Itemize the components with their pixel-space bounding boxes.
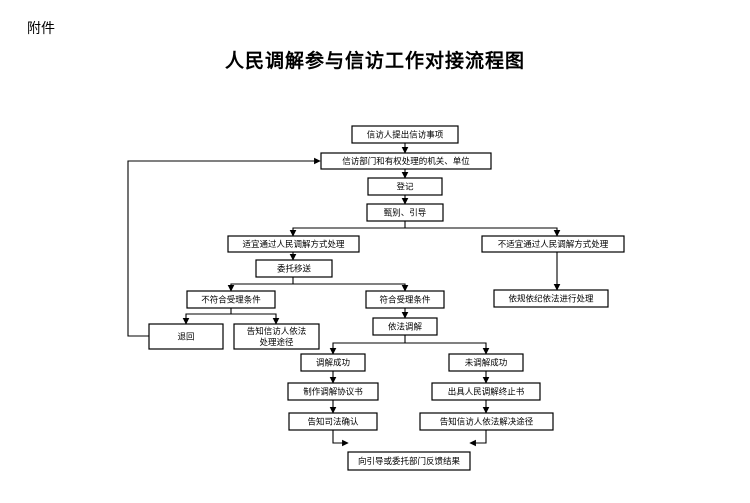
node-unsuitable-label: 不适宜通过人民调解方式处理 <box>498 239 609 250</box>
node-not-meet: 不符合受理条件 <box>186 290 276 309</box>
node-screen-label: 甄别、引导 <box>384 209 427 219</box>
branch-screen-right <box>405 227 561 237</box>
loop-return-to-dept <box>127 157 321 337</box>
branch-mediate-right <box>405 342 490 355</box>
branch-entrust-left <box>227 283 293 292</box>
node-register-label: 登记 <box>396 182 414 193</box>
node-register: 登记 <box>367 177 443 196</box>
node-inform-legal-line1: 告知信访人依法 <box>247 326 307 337</box>
node-judicial-label: 告知司法确认 <box>307 417 359 428</box>
page-title: 人民调解参与信访工作对接流程图 <box>224 50 525 72</box>
node-legal-handle-label: 依规依纪依法进行处理 <box>508 294 594 305</box>
node-return: 退回 <box>148 323 224 350</box>
node-suitable: 适宜通过人民调解方式处理 <box>227 235 360 253</box>
branch-not-meet-left <box>182 313 231 325</box>
node-termination-label: 出具人民调解终止书 <box>448 387 525 398</box>
branch-not-meet-right <box>231 313 280 325</box>
node-feedback: 向引导或委托部门反馈结果 <box>347 451 471 471</box>
node-legal-handle: 依规依纪依法进行处理 <box>493 289 609 308</box>
node-return-label: 退回 <box>177 332 194 343</box>
branch-entrust-right <box>293 283 409 292</box>
branch-screen-left <box>289 227 405 237</box>
node-agreement: 制作调解协议书 <box>287 382 379 401</box>
node-submit-label: 信访人提出信访事项 <box>367 130 444 141</box>
node-dept-label: 信访部门和有权处理的机关、单位 <box>342 156 470 167</box>
node-success: 调解成功 <box>300 353 366 372</box>
node-feedback-label: 向引导或委托部门反馈结果 <box>358 456 461 467</box>
node-fail-label: 未调解成功 <box>465 358 508 369</box>
node-screen: 甄别、引导 <box>366 203 444 222</box>
node-meet-label: 符合受理条件 <box>379 295 431 306</box>
connectors <box>127 143 561 447</box>
node-entrust: 委托移送 <box>255 259 333 278</box>
node-success-label: 调解成功 <box>316 358 350 369</box>
node-agreement-label: 制作调解协议书 <box>303 387 363 398</box>
merge-inform <box>469 430 487 447</box>
node-mediate: 依法调解 <box>372 317 438 336</box>
node-entrust-label: 委托移送 <box>277 264 312 275</box>
node-judicial: 告知司法确认 <box>288 412 378 431</box>
node-unsuitable: 不适宜通过人民调解方式处理 <box>481 235 625 253</box>
node-fail: 未调解成功 <box>448 353 524 372</box>
node-termination: 出具人民调解终止书 <box>431 382 541 401</box>
node-dept: 信访部门和有权处理的机关、单位 <box>320 152 492 170</box>
node-inform-resolve-label: 告知信访人依法解决途径 <box>440 417 534 428</box>
branch-mediate-left <box>329 342 405 355</box>
node-suitable-label: 适宜通过人民调解方式处理 <box>242 239 345 250</box>
merge-judicial <box>332 430 349 447</box>
node-not-meet-label: 不符合受理条件 <box>201 295 261 306</box>
node-submit: 信访人提出信访事项 <box>351 125 459 144</box>
node-mediate-label: 依法调解 <box>388 322 423 333</box>
node-inform-resolve: 告知信访人依法解决途径 <box>419 412 554 431</box>
attachment-label: 附件 <box>27 21 55 37</box>
node-inform-legal-line2: 处理途径 <box>259 337 294 348</box>
node-meet: 符合受理条件 <box>365 290 445 309</box>
node-inform-legal: 告知信访人依法 处理途径 <box>233 323 320 350</box>
